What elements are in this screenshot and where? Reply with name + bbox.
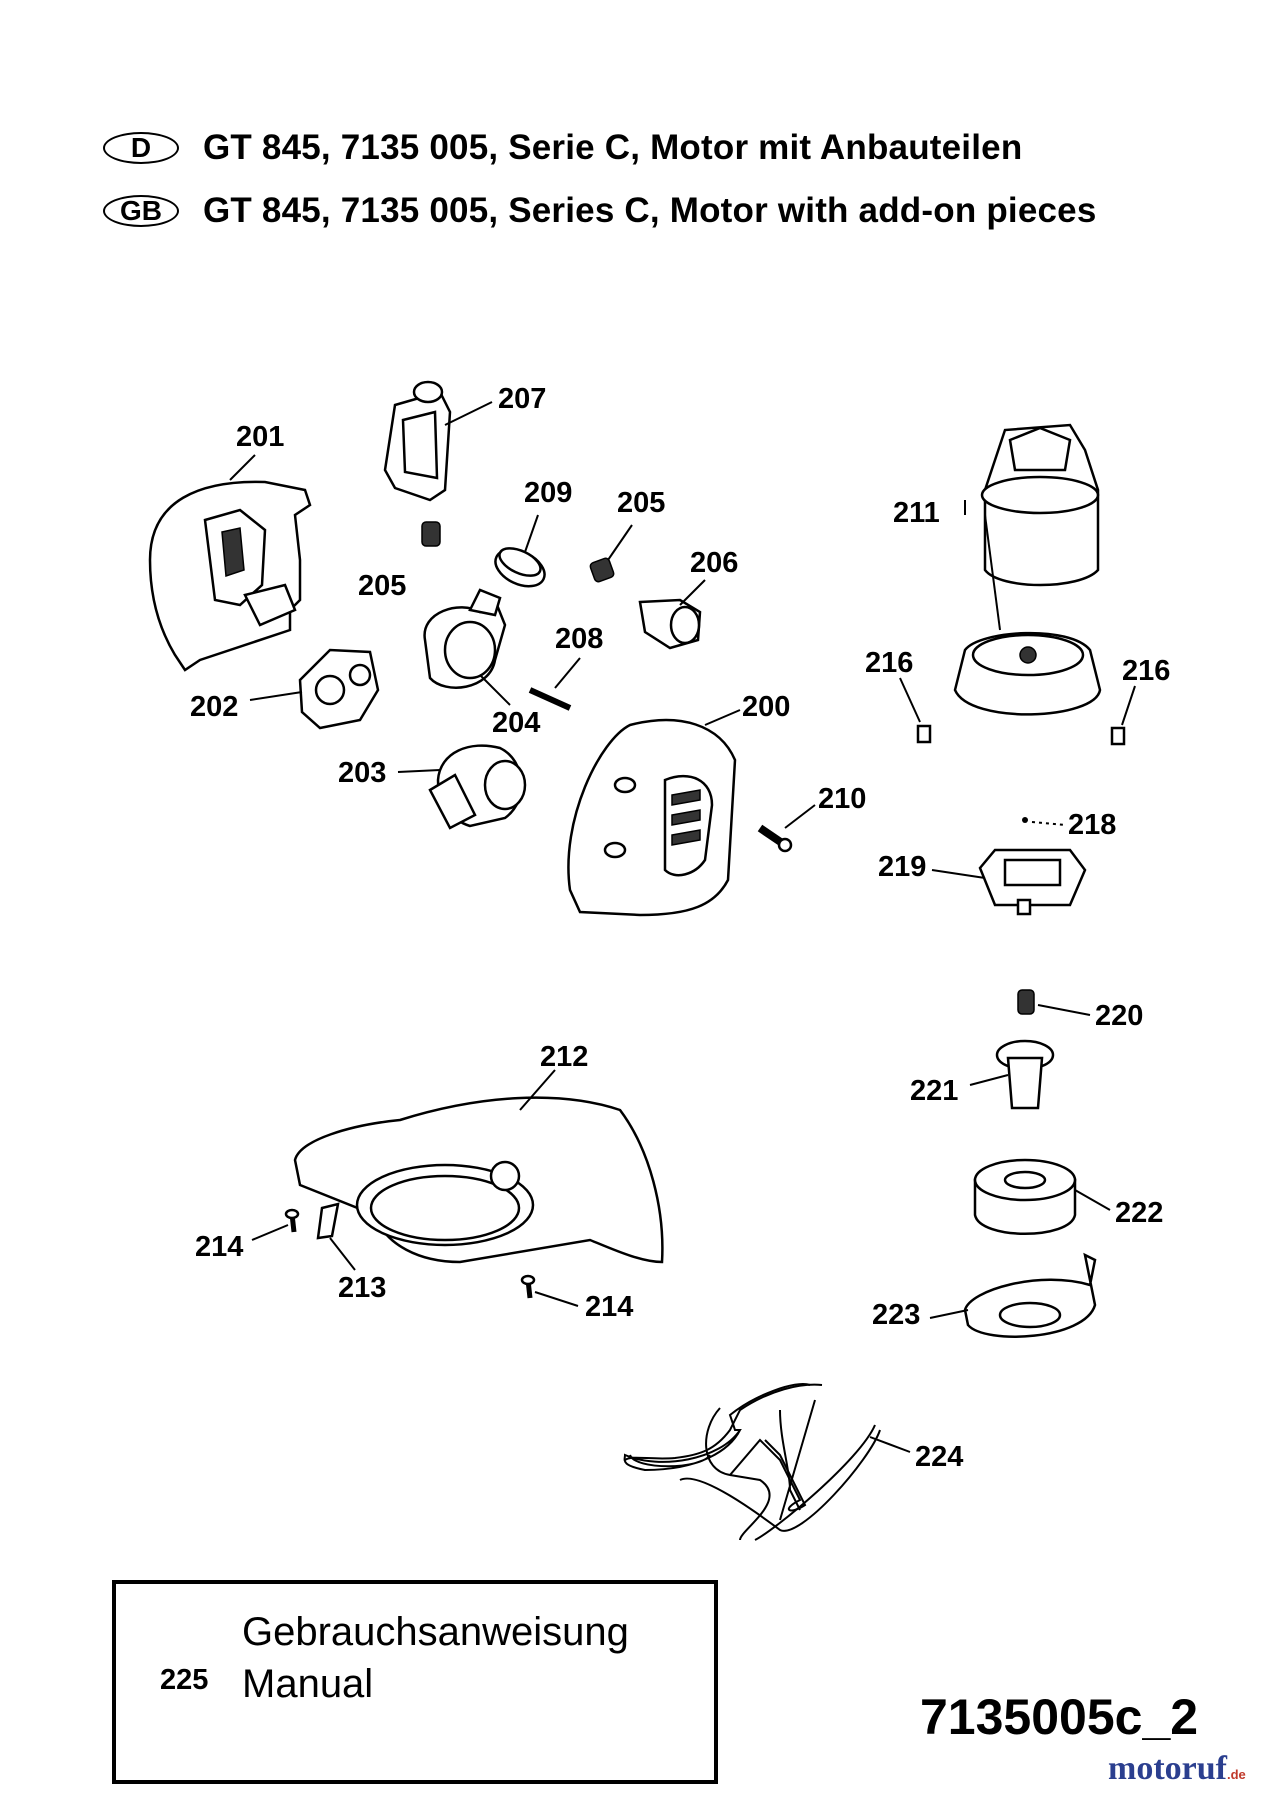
part-214-screw-left	[284, 1208, 300, 1233]
label-200: 200	[742, 691, 790, 723]
label-224: 224	[915, 1441, 963, 1473]
label-209: 209	[524, 477, 572, 509]
leader-210	[784, 804, 816, 829]
part-214-screw-right	[520, 1274, 536, 1299]
part-218-washer	[1022, 817, 1028, 823]
leader-214-left	[251, 1224, 289, 1241]
brand-suffix: .de	[1226, 1767, 1246, 1782]
label-206: 206	[690, 547, 738, 579]
part-203-gear-housing	[428, 744, 527, 830]
part-224-wire-guard	[623, 1383, 881, 1541]
leader-224	[869, 1436, 911, 1453]
part-202-motor-mount	[298, 648, 380, 730]
label-214-left: 214	[195, 1231, 243, 1263]
label-211: 211	[893, 497, 940, 529]
title-de: GT 845, 7135 005, Serie C, Motor mit Anb…	[203, 128, 1023, 167]
part-200-front-housing	[567, 718, 737, 917]
part-219-spool-holder	[978, 848, 1087, 916]
label-203: 203	[338, 757, 386, 789]
part-209-cap	[494, 547, 546, 588]
manual-title-de: Gebrauchsanweisung	[242, 1610, 629, 1654]
part-222-line-spool	[973, 1158, 1077, 1235]
header-line-gb: GB GT 845, 7135 005, Series C, Motor wit…	[103, 191, 1096, 231]
label-220: 220	[1095, 1000, 1143, 1032]
header-line-de: D GT 845, 7135 005, Serie C, Motor mit A…	[103, 128, 1022, 168]
leader-212	[519, 1069, 556, 1111]
part-221-spool-core	[995, 1039, 1055, 1110]
part-205-spring-left	[421, 521, 441, 547]
leader-214-right	[534, 1291, 579, 1307]
label-207: 207	[498, 383, 546, 415]
label-201: 201	[236, 421, 284, 453]
leader-219	[931, 869, 986, 879]
label-213: 213	[338, 1272, 386, 1304]
part-201-housing-shell	[148, 480, 312, 672]
leader-206	[679, 579, 706, 606]
manual-box: 225 Gebrauchsanweisung Manual	[112, 1580, 718, 1784]
leader-216-left	[899, 677, 921, 723]
part-211-motor	[980, 423, 1100, 587]
leader-202	[249, 691, 303, 701]
leader-220	[1037, 1004, 1091, 1016]
leader-218	[1031, 821, 1066, 826]
leader-211	[984, 514, 1001, 631]
part-216-clip-left	[916, 724, 932, 744]
leader-213	[329, 1237, 356, 1271]
manual-title-en: Manual	[242, 1662, 374, 1706]
label-216-left: 216	[865, 647, 913, 679]
brand-name: motoruf	[1108, 1750, 1227, 1787]
manual-part-number: 225	[160, 1664, 209, 1696]
label-214-right: 214	[585, 1291, 633, 1323]
label-204: 204	[492, 707, 540, 739]
part-208-pin	[528, 687, 572, 711]
leader-216-right	[1121, 685, 1136, 726]
label-216-right: 216	[1122, 655, 1170, 687]
leader-201	[229, 454, 256, 481]
title-gb: GT 845, 7135 005, Series C, Motor with a…	[203, 191, 1097, 230]
leader-222	[1074, 1189, 1111, 1211]
leader-207	[444, 401, 493, 426]
brand-watermark: motoruf.de	[1108, 1750, 1246, 1788]
part-213-plate	[316, 1202, 340, 1240]
part-207-switch-bracket	[383, 380, 452, 502]
label-208: 208	[555, 623, 603, 655]
label-205-left: 205	[358, 570, 406, 602]
leader-209	[524, 514, 539, 553]
part-211-fan	[953, 631, 1102, 716]
label-223: 223	[872, 1299, 920, 1331]
drawing-code: 7135005c_2	[920, 1689, 1199, 1745]
leader-208	[554, 657, 581, 689]
label-219: 219	[878, 851, 926, 883]
leader-205-right	[607, 524, 633, 561]
part-205-spring-right	[589, 557, 615, 583]
label-218: 218	[1068, 809, 1116, 841]
leader-200	[704, 709, 741, 726]
part-223-spool-cover	[963, 1252, 1097, 1338]
part-210-screw	[757, 824, 793, 853]
leader-203	[397, 769, 441, 773]
label-221: 221	[910, 1075, 958, 1107]
label-202: 202	[190, 691, 238, 723]
part-212-guard	[293, 1096, 664, 1264]
part-220-spring	[1017, 989, 1035, 1015]
label-212: 212	[540, 1041, 588, 1073]
leader-204	[479, 674, 511, 706]
leader-223	[929, 1309, 969, 1319]
part-204-sleeve	[423, 588, 507, 689]
leader-221	[969, 1074, 1009, 1086]
part-216-clip-right	[1110, 726, 1126, 746]
language-badge-de: D	[103, 132, 179, 164]
label-222: 222	[1115, 1197, 1163, 1229]
language-badge-gb: GB	[103, 195, 179, 227]
label-210: 210	[818, 783, 866, 815]
part-206-switch-button	[638, 598, 702, 650]
label-205-right: 205	[617, 487, 665, 519]
